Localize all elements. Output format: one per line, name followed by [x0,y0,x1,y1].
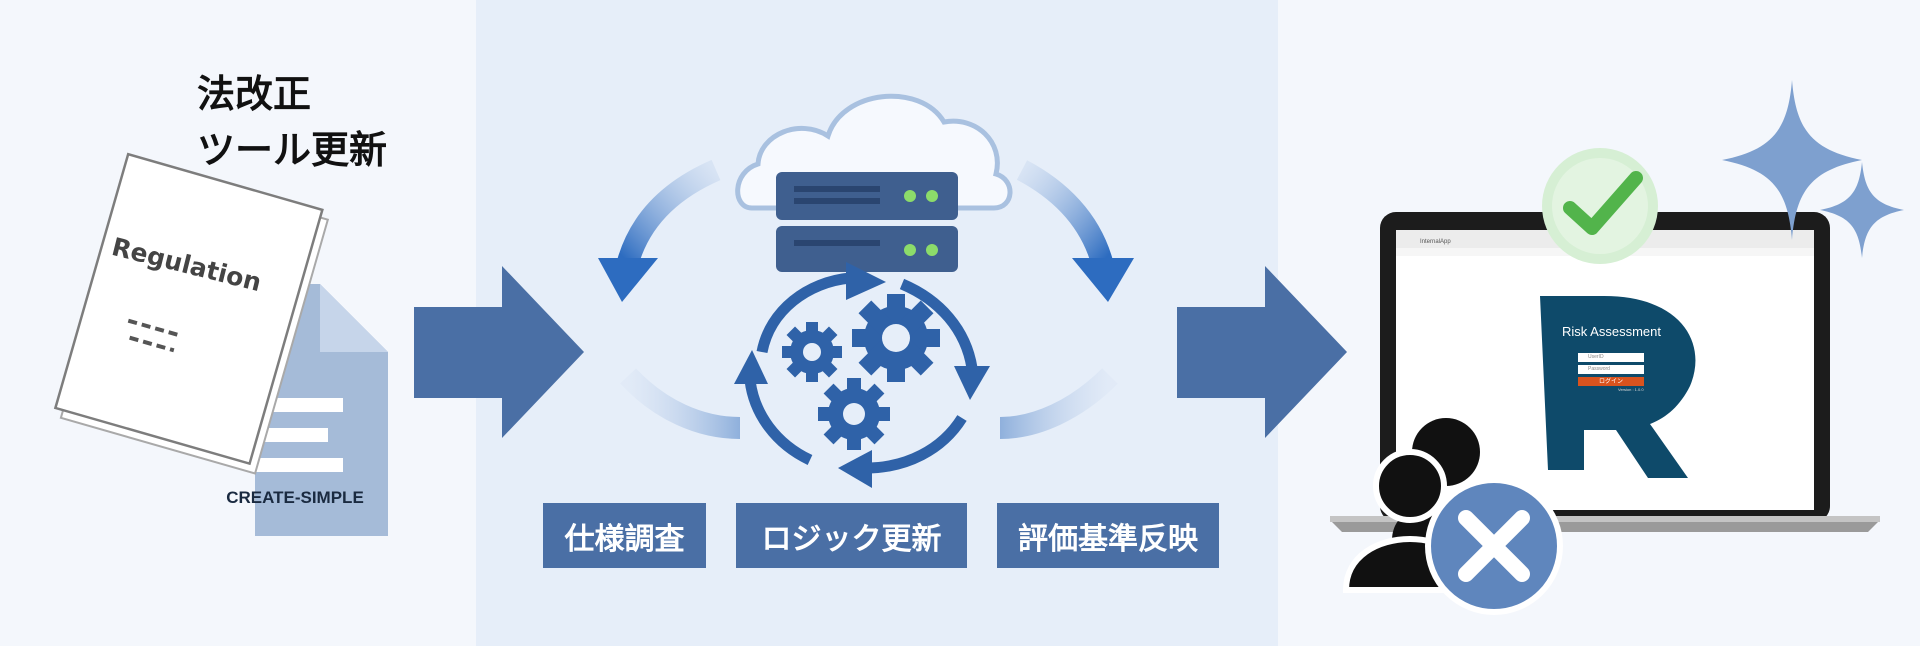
curved-arrow-left-icon [617,159,721,266]
step-logic-update: ロジック更新 [736,503,967,568]
curved-arrow-bottom-right-icon [999,368,1118,439]
sparkle-large-icon [1722,80,1862,240]
create-simple-label: CREATE-SIMPLE [226,488,364,507]
flow-arrow-1-icon [414,266,584,438]
password-field[interactable]: Password [1578,365,1644,374]
flow-arrow-2-icon [1177,266,1347,438]
gears-icon [782,294,940,450]
check-badge-icon [1542,148,1658,264]
login-button[interactable]: ログイン [1578,377,1644,386]
step-criteria-reflect: 評価基準反映 [997,503,1219,568]
curved-arrow-right-icon [1016,160,1113,266]
r-logo-icon [1540,296,1696,478]
sparkle-small-icon [1820,162,1904,258]
version-label: Version : 1.0.0 [1618,387,1644,392]
document-stack-icon [53,152,388,536]
title-line-1: 法改正 [197,72,312,116]
title-line-2: ツール更新 [197,128,388,172]
curved-arrow-bottom-left-icon [619,368,741,439]
page-title: 法改正 ツール更新 [197,66,387,178]
close-badge-icon [1425,477,1563,615]
step-spec-research: 仕様調査 [543,503,706,568]
cycle-arrows-icon [744,272,978,474]
app-title: Risk Assessment [1562,324,1661,339]
regulation-booklet-icon [53,152,330,475]
user-id-field[interactable]: UserID [1578,353,1644,362]
server-icon [776,172,958,272]
browser-tab-label: InternalApp [1420,239,1451,245]
